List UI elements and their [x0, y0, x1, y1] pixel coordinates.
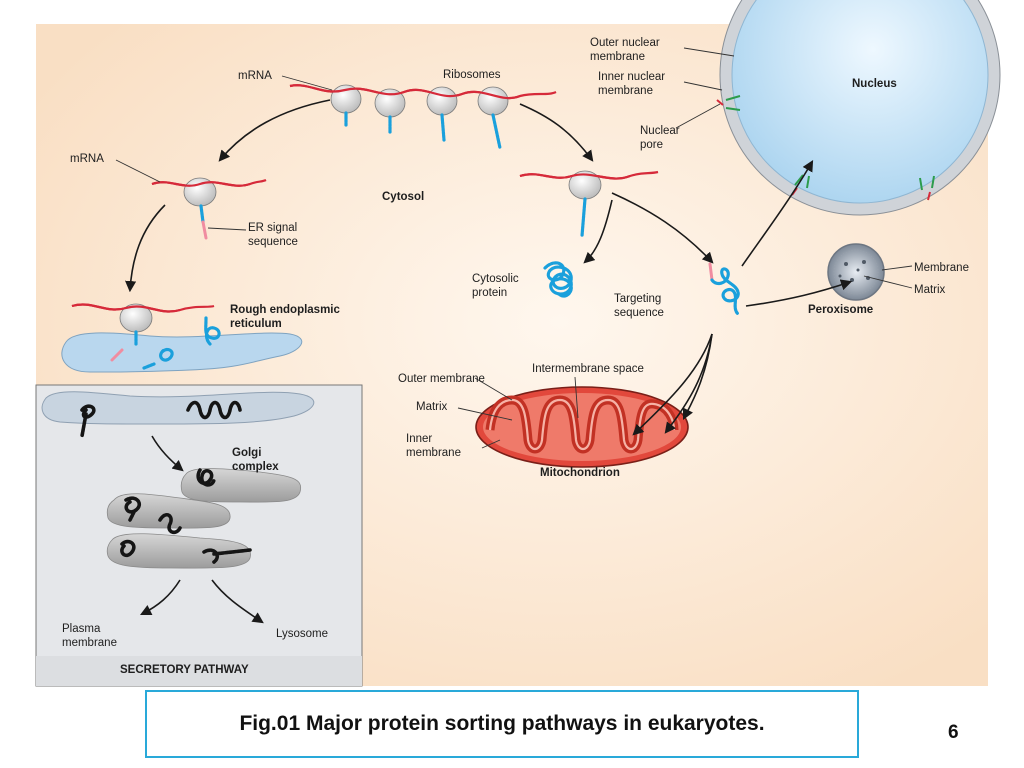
- label-secretory-pathway: SECRETORY PATHWAY: [120, 664, 249, 676]
- rough-er: [41, 303, 315, 438]
- label-cytosolic-1: Cytosolic: [472, 273, 519, 285]
- label-cytosolic-2: protein: [472, 287, 507, 299]
- ribosome-er-bound-precursor: [151, 177, 267, 240]
- figure-caption: Fig.01 Major protein sorting pathways in…: [239, 712, 765, 735]
- label-cytosol: Cytosol: [382, 191, 424, 203]
- label-targeting-2: sequence: [614, 307, 664, 319]
- label-lysosome: Lysosome: [276, 628, 328, 640]
- label-mitochondrion: Mitochondrion: [540, 467, 620, 479]
- peroxisome: [827, 243, 885, 301]
- label-plasma-2: membrane: [62, 637, 117, 649]
- label-nuclear-pore-1: Nuclear: [640, 125, 680, 137]
- label-golgi-2: complex: [232, 461, 279, 473]
- label-nuclear-pore-2: pore: [640, 139, 663, 151]
- label-mito-inner-2: membrane: [406, 447, 461, 459]
- label-rough-er-1: Rough endoplasmic: [230, 304, 341, 316]
- label-intermembrane-space: Intermembrane space: [532, 363, 644, 375]
- label-er-signal-1: ER signal: [248, 222, 297, 234]
- label-inner-nuclear-1: Inner nuclear: [598, 71, 665, 83]
- label-rough-er-2: reticulum: [230, 318, 282, 330]
- label-mito-outer-membrane: Outer membrane: [398, 373, 485, 385]
- figure-caption-box: Fig.01 Major protein sorting pathways in…: [145, 690, 859, 758]
- ribosome: [477, 86, 509, 116]
- page-number: 6: [948, 722, 959, 743]
- label-targeting-1: Targeting: [614, 293, 661, 305]
- label-inner-nuclear-2: membrane: [598, 85, 653, 97]
- label-plasma-1: Plasma: [62, 623, 101, 635]
- golgi-complex: [106, 468, 302, 569]
- ribosome-cytosolic: [519, 170, 659, 238]
- label-peroxisome: Peroxisome: [808, 304, 873, 316]
- targeting-sequence-chain: [708, 262, 740, 316]
- nucleus: [716, 0, 1001, 216]
- label-ribosomes: Ribosomes: [443, 69, 501, 81]
- label-er-signal-2: sequence: [248, 236, 298, 248]
- secretory-pathway-panel: [35, 384, 363, 687]
- label-outer-nuclear-2: membrane: [590, 51, 645, 63]
- cytosolic-protein: [543, 261, 573, 298]
- label-peroxisome-membrane: Membrane: [914, 262, 969, 274]
- label-nucleus: Nucleus: [852, 78, 897, 90]
- ribosome: [426, 86, 458, 116]
- secretory-pathway-footer: [36, 656, 362, 686]
- label-outer-nuclear-1: Outer nuclear: [590, 37, 660, 49]
- pathway-arrows: [125, 99, 853, 624]
- label-mrna-top: mRNA: [238, 70, 272, 82]
- label-mito-matrix: Matrix: [416, 401, 448, 413]
- label-peroxisome-matrix: Matrix: [914, 284, 946, 296]
- polysome-top: [289, 84, 557, 150]
- label-mrna-left: mRNA: [70, 153, 104, 165]
- mitochondrion: [475, 386, 689, 468]
- label-leader-lines: [115, 47, 913, 449]
- label-mito-inner-1: Inner: [406, 433, 432, 445]
- label-golgi-1: Golgi: [232, 447, 261, 459]
